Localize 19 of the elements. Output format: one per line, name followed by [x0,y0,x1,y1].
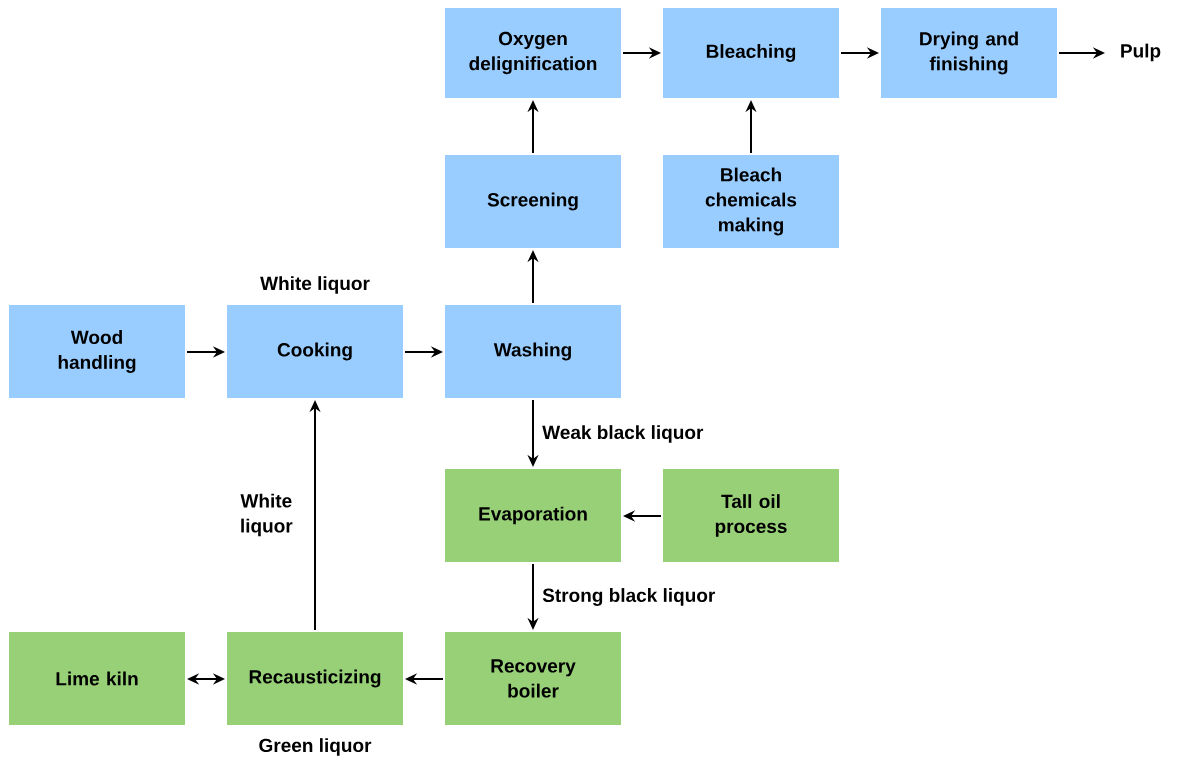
process-box: Washing [445,305,621,398]
process-box: Bleach chemicals making [663,155,839,248]
edge-label: Strong black liquor [541,587,717,607]
process-box: Evaporation [445,469,621,562]
process-box: Drying and finishing [881,8,1057,98]
process-box: Tall oil process [663,469,839,562]
stream-label: White liquor [260,276,370,294]
process-box: Oxygen delignification [445,8,621,98]
process-box: Recausticizing [227,632,403,725]
process-box: Recovery boiler [445,632,621,725]
process-box: Bleaching [663,8,839,98]
edge-label: Weak black liquor [541,424,705,444]
edge-label: White liquor [227,492,305,538]
output-label: Pulp [1121,43,1161,62]
process-box: Wood handling [9,305,185,398]
stream-label: Green liquor [259,738,372,756]
process-box: Screening [445,155,621,248]
process-box: Cooking [227,305,403,398]
process-box: Lime kiln [9,632,185,725]
